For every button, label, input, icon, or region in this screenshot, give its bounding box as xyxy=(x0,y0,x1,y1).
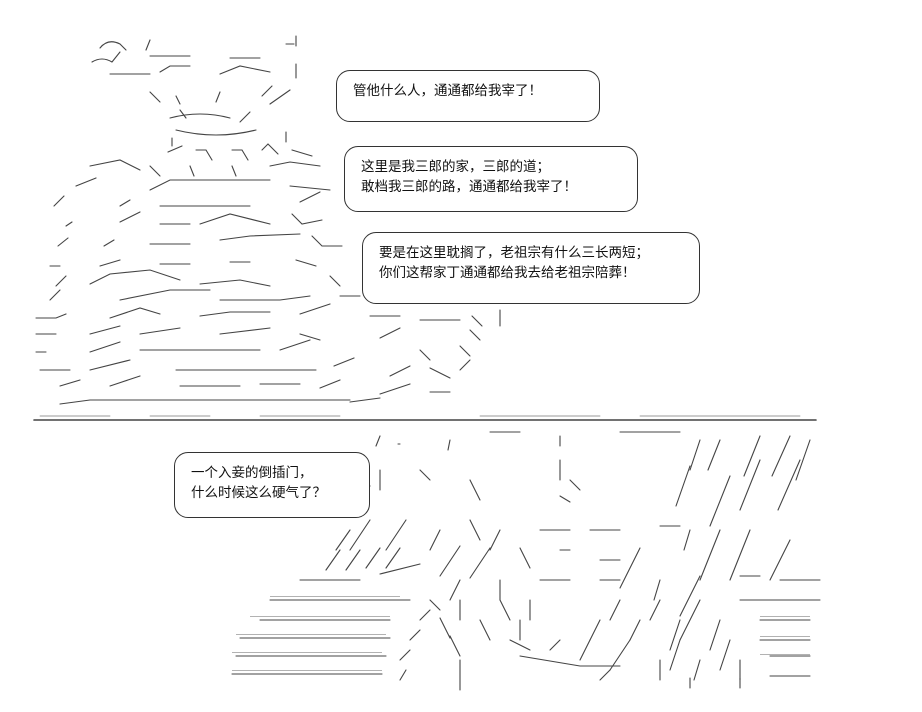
speech-bubble-1: 管他什么人，通通都给我宰了！ xyxy=(336,70,600,122)
speech-bubble-3: 要是在这里耽搁了，老祖宗有什么三长两短； 你们这帮家丁通通都给我去给老祖宗陪葬！ xyxy=(362,232,700,304)
speech-bubble-1-line-1: 管他什么人，通通都给我宰了！ xyxy=(353,83,542,99)
speech-bubble-3-line-1: 要是在这里耽搁了，老祖宗有什么三长两短； xyxy=(379,245,649,261)
speech-bubble-4-line-2: 什么时候这么硬气了？ xyxy=(191,485,326,501)
speech-bubble-2-line-1: 这里是我三郎的家，三郎的道； xyxy=(361,159,550,175)
speech-bubble-2: 这里是我三郎的家，三郎的道； 敢档我三郎的路，通通都给我宰了！ xyxy=(344,146,638,212)
lower-scene xyxy=(231,431,821,691)
speech-bubble-4-line-1: 一个入妾的倒插门， xyxy=(191,465,313,481)
speech-bubble-4: 一个入妾的倒插门， 什么时候这么硬气了？ xyxy=(174,452,370,518)
speech-bubble-2-line-2: 敢档我三郎的路，通通都给我宰了！ xyxy=(361,179,577,195)
upper-character-figure xyxy=(35,35,501,405)
speech-bubble-3-line-2: 你们这帮家丁通通都给我去给老祖宗陪葬！ xyxy=(379,265,636,281)
